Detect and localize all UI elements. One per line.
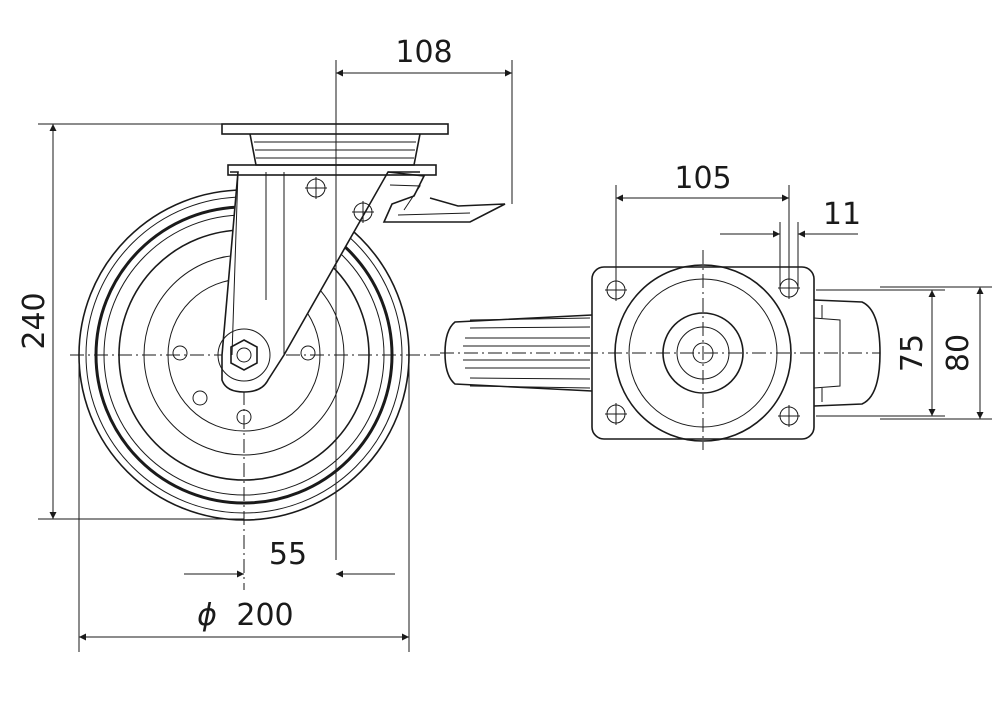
dim-55: 55 [184,537,395,578]
dim-label-top-offset: 108 [395,35,452,70]
axle-center [236,347,252,363]
hub-bolt-hole [172,345,188,361]
axle-nut [230,339,258,371]
dim-diameter: ϕ 200 [78,355,410,652]
plate-top [221,123,449,135]
dim-label-hole-spacing-x: 105 [674,161,731,196]
dim-label-hole-diameter: 11 [823,197,861,232]
swivel-fork [217,171,420,393]
dim-label-wheel-offset: 55 [269,537,307,572]
dim-75: 75 [816,289,945,417]
dim-108: 108 [335,35,513,560]
hub-bolt-hole [300,345,316,361]
top-view: 105 11 75 80 [440,161,992,450]
dim-80: 80 [880,286,992,420]
dim-11: 11 [720,197,861,290]
dim-240: 240 [17,123,244,520]
hub-bolt-hole [192,390,208,406]
diameter-symbol: ϕ [197,598,217,633]
dim-label-plate-width: 80 [941,334,976,372]
dim-label-height: 240 [17,292,52,349]
dim-label-hole-spacing-y: 75 [895,334,930,372]
dim-105: 105 [615,161,790,290]
swivel-race [227,164,437,176]
wheel-top-profile [444,314,593,392]
swivel-race-outer [614,264,792,442]
side-view: 108 240 55 ϕ 200 [17,35,513,652]
brake-pedal-top [813,299,881,407]
king-pin-housing [662,312,744,394]
axle-washer [217,328,271,382]
mounting-plate [221,123,449,176]
plate-outline [591,266,815,440]
brake-lever [382,171,506,223]
hub-bolt-hole [236,409,252,425]
top-plate [591,264,815,442]
dim-label-diameter: 200 [236,598,293,633]
